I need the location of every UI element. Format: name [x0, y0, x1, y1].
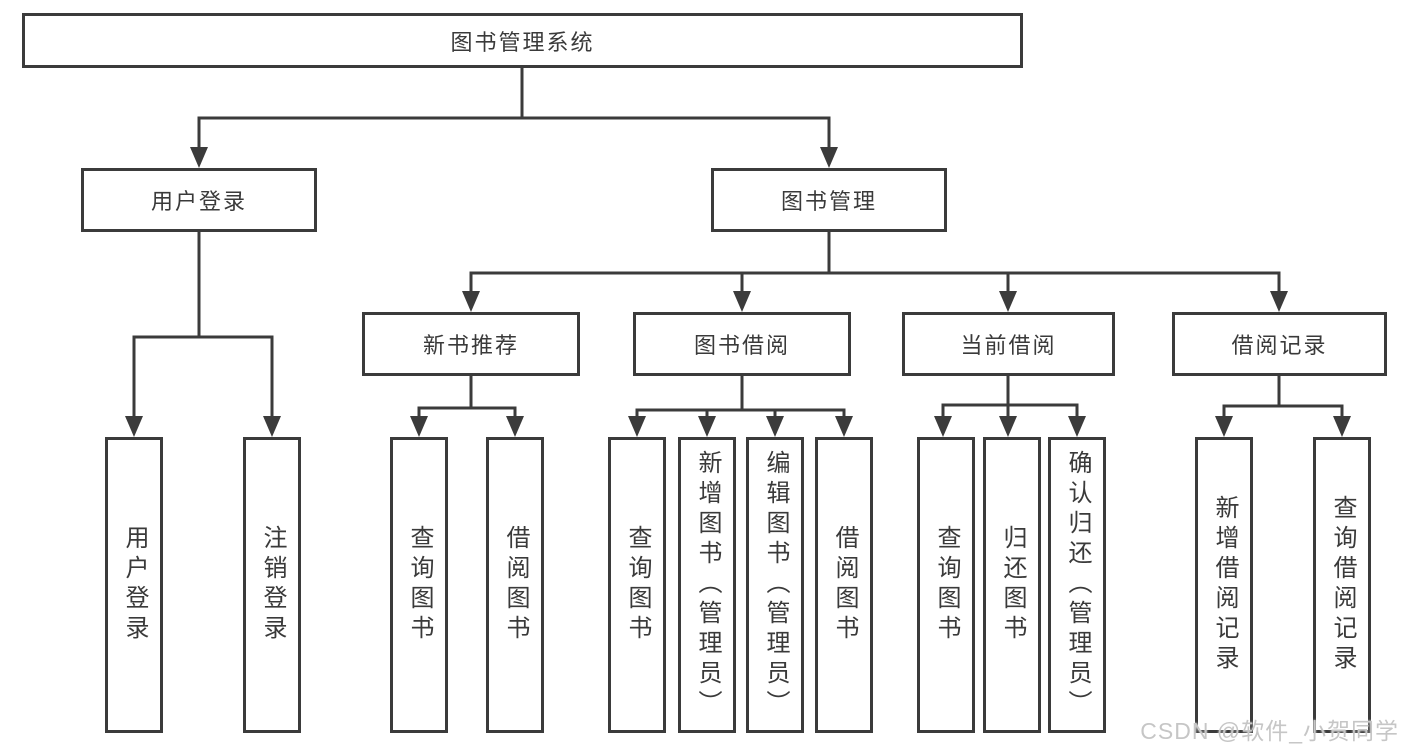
leaf-label: 确认归还（管理员）: [1064, 450, 1091, 720]
leaf-label: 用户登录: [121, 525, 148, 645]
leaf-label: 查询借阅记录: [1329, 495, 1356, 675]
leaf-label: 借阅图书: [502, 525, 529, 645]
leaf-label: 查询图书: [624, 525, 651, 645]
leaf-add-borrow-record: 新增借阅记录: [1195, 437, 1253, 733]
arrowhead: [125, 416, 143, 437]
arrowhead: [462, 291, 480, 312]
arrowhead: [835, 416, 853, 437]
arrowhead: [698, 416, 716, 437]
arrowhead: [1333, 416, 1351, 437]
leaf-borrow-books-newbooks: 借阅图书: [486, 437, 544, 733]
leaf-add-book-admin: 新增图书（管理员）: [678, 437, 736, 733]
arrowhead: [999, 416, 1017, 437]
leaf-query-books-borrow: 查询图书: [608, 437, 666, 733]
arrowhead: [1215, 416, 1233, 437]
leaf-label: 查询图书: [406, 525, 433, 645]
leaf-label: 新增借阅记录: [1211, 495, 1238, 675]
node-library-system: 图书管理系统: [22, 13, 1023, 68]
node-book-management: 图书管理: [711, 168, 947, 232]
leaf-label: 归还图书: [999, 525, 1026, 645]
leaf-label: 新增图书（管理员）: [694, 450, 721, 720]
leaf-query-books-newbooks: 查询图书: [390, 437, 448, 733]
leaf-edit-book-admin: 编辑图书（管理员）: [746, 437, 804, 733]
leaf-label: 查询图书: [933, 525, 960, 645]
leaf-label: 借阅图书: [831, 525, 858, 645]
arrowhead: [410, 416, 428, 437]
arrowhead: [999, 291, 1017, 312]
leaf-confirm-return-admin: 确认归还（管理员）: [1048, 437, 1106, 733]
node-user-login: 用户登录: [81, 168, 317, 232]
connector-paths: [132, 68, 1344, 420]
arrowhead: [190, 147, 208, 168]
watermark-text: CSDN @软件_小贺同学: [1140, 718, 1399, 744]
arrowhead: [766, 416, 784, 437]
node-book-borrow: 图书借阅: [633, 312, 851, 376]
node-new-book-recommend: 新书推荐: [362, 312, 580, 376]
arrowhead: [1270, 291, 1288, 312]
leaf-logout: 注销登录: [243, 437, 301, 733]
node-current-borrow: 当前借阅: [902, 312, 1115, 376]
leaf-label: 编辑图书（管理员）: [762, 450, 789, 720]
leaf-label: 注销登录: [259, 525, 286, 645]
node-borrow-records: 借阅记录: [1172, 312, 1387, 376]
arrowhead: [263, 416, 281, 437]
arrowhead: [934, 416, 952, 437]
arrowhead: [506, 416, 524, 437]
arrowhead: [820, 147, 838, 168]
leaf-query-books-current: 查询图书: [917, 437, 975, 733]
leaf-query-borrow-record: 查询借阅记录: [1313, 437, 1371, 733]
leaf-return-books: 归还图书: [983, 437, 1041, 733]
leaf-borrow-books-borrow: 借阅图书: [815, 437, 873, 733]
arrowhead: [628, 416, 646, 437]
leaf-user-login: 用户登录: [105, 437, 163, 733]
arrowheads: [125, 147, 1351, 437]
arrowhead: [1068, 416, 1086, 437]
arrowhead: [733, 291, 751, 312]
